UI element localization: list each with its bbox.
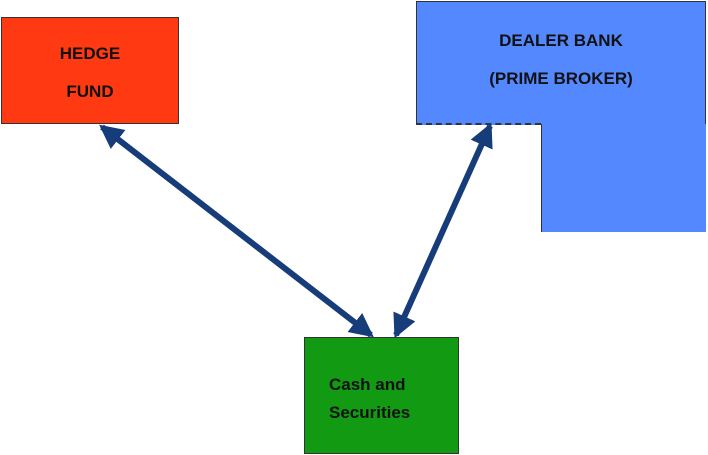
hedge-fund-label-line2: FUND [66, 81, 114, 101]
cash-securities-label-line2: Securities [329, 402, 411, 422]
dealer-bank-label-line2: (PRIME BROKER) [489, 69, 633, 88]
dealer-bank-box: DEALER BANK (PRIME BROKER) [416, 1, 706, 125]
arrow-hedge-fund-cash [99, 124, 374, 338]
dealer-bank-box-extension [541, 124, 706, 232]
cash-securities-box: Cash and Securities [304, 337, 459, 454]
hedge-fund-label-line1: HEDGE [59, 43, 121, 63]
hedge-fund-box: HEDGE FUND [1, 17, 179, 124]
arrow-dealer-bank-cash [393, 122, 493, 339]
cash-securities-label-line1: Cash and [329, 374, 406, 394]
dealer-bank-label-line1: DEALER BANK [499, 31, 623, 50]
